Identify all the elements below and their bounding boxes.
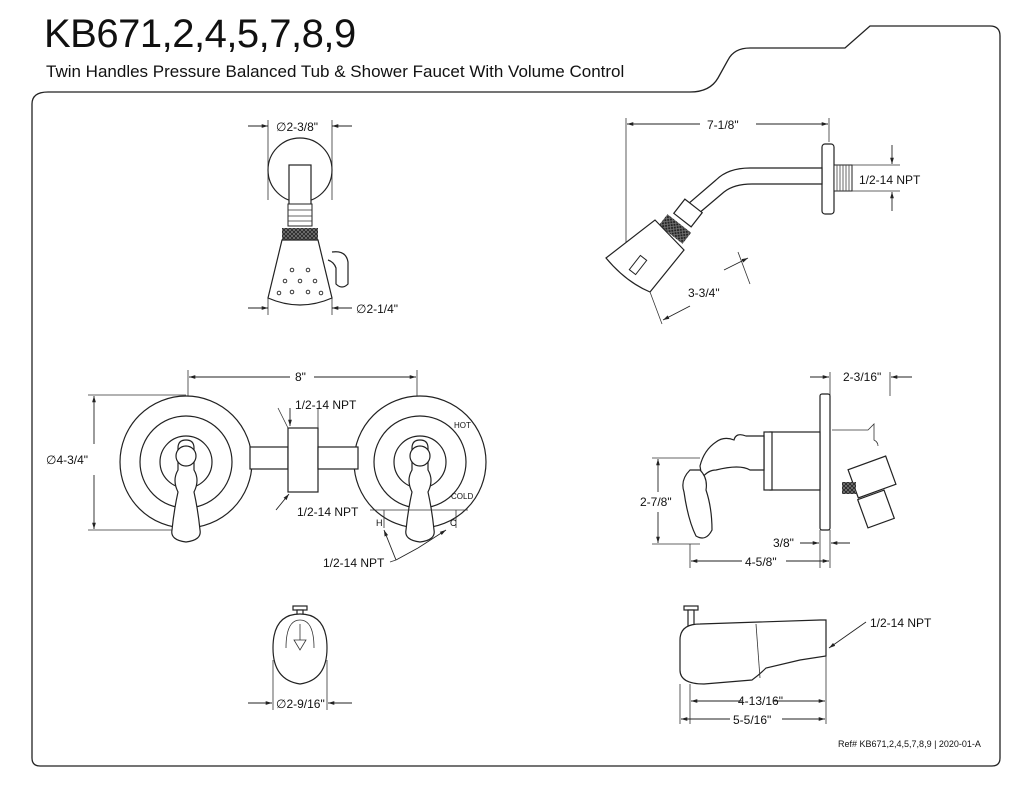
label-thread-top: 1/2-14 NPT [295, 398, 357, 412]
dim-escutcheon-dia: ∅4-3/4" [46, 453, 88, 467]
dim-valve-height: 2-7/8" [640, 495, 672, 509]
spout-side-view: 4-13/16" 5-5/16" 1/2-14 NPT [679, 605, 932, 727]
dim-valve-projection: 4-5/8" [745, 555, 777, 569]
dim-spout-dia: ∅2-9/16" [276, 697, 325, 711]
label-thread-mid: 1/2-14 NPT [297, 505, 359, 519]
label-h: H [376, 518, 383, 528]
label-hot: HOT [454, 421, 471, 430]
dim-shower-drop: 3-3/4" [688, 286, 720, 300]
dim-spout-length: 5-5/16" [733, 713, 771, 727]
dim-valve-depth: 2-3/16" [843, 370, 881, 384]
label-thread-bottom: 1/2-14 NPT [323, 556, 385, 570]
product-subtitle: Twin Handles Pressure Balanced Tub & Sho… [46, 62, 625, 81]
valve-side-view: 2-3/16" 2-7/8" 3/8" 4-5/8" [640, 370, 912, 569]
sheet-border [31, 25, 1001, 767]
valve-front-view: 8" ∅4-3/4" 1/2-14 NPT 1/2-14 NPT HOT COL… [46, 370, 487, 570]
dim-spout-thread: 1/2-14 NPT [870, 616, 932, 630]
label-cold: COLD [451, 492, 473, 501]
reference-note: Ref# KB671,2,4,5,7,8,9 | 2020-01-A [838, 739, 981, 749]
dim-showerhead-dia: ∅2-1/4" [356, 302, 398, 316]
product-title: KB671,2,4,5,7,8,9 [44, 12, 356, 56]
showerhead-side-view: 7-1/8" 1/2-14 NPT 3-3/4" [605, 118, 921, 325]
dim-shower-thread: 1/2-14 NPT [859, 173, 921, 187]
dim-shower-flange-dia: ∅2-3/8" [276, 120, 318, 134]
dim-spout-inner: 4-13/16" [738, 694, 783, 708]
dim-valve-offset: 3/8" [773, 536, 794, 550]
spout-front-view: ∅2-9/16" [248, 605, 352, 711]
label-c: C [450, 518, 457, 528]
dim-center-spread: 8" [295, 370, 306, 384]
showerhead-front-view: ∅2-3/8" ∅2-1/4" [248, 120, 398, 316]
dim-shower-arm-length: 7-1/8" [707, 118, 739, 132]
